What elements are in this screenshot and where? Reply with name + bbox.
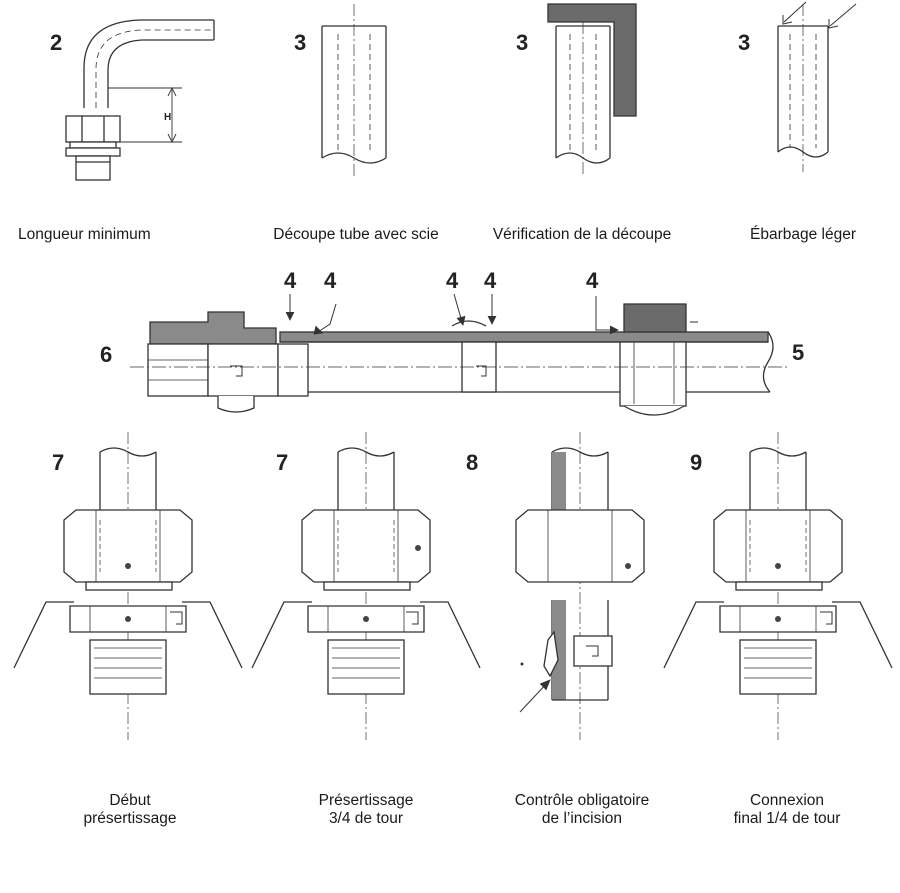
- step-number-3-deburr: 3: [738, 30, 750, 55]
- step-number-7-three-quarter: 7: [276, 450, 288, 475]
- fitting-final-connection-figure: [663, 432, 893, 740]
- step-number-3-verify: 3: [516, 30, 528, 55]
- deburring-figure: [777, 1, 857, 172]
- horizontal-assembly-figure: [130, 293, 790, 416]
- caption-final-connection-line1: Connexion: [749, 792, 825, 809]
- fitting-three-quarter-turn-figure: [251, 432, 481, 740]
- caption-final-connection-line2: final 1/4 de tour: [733, 810, 841, 827]
- step-number-9: 9: [690, 450, 702, 475]
- cut-verification-figure: [547, 3, 637, 176]
- caption-saw-cut: Découpe tube avec scie: [273, 226, 439, 243]
- step-number-4-b: 4: [324, 268, 337, 293]
- caption-incision-check-line2: de l’incision: [541, 810, 623, 827]
- bent-tube-figure: [65, 19, 215, 181]
- step-number-4-a: 4: [284, 268, 297, 293]
- caption-incision-check-line1: Contrôle obligatoire: [514, 792, 650, 809]
- caption-final-connection: Connexion final 1/4 de tour: [702, 792, 872, 828]
- caption-incision-check: Contrôle obligatoire de l’incision: [492, 792, 672, 828]
- caption-start-precrimp: Début présertissage: [50, 792, 210, 828]
- incision-check-figure: [515, 432, 645, 740]
- caption-precrimp-line1: Présertissage: [318, 792, 414, 809]
- step-number-8: 8: [466, 450, 478, 475]
- caption-light-deburring: Ébarbage léger: [750, 226, 856, 243]
- step-number-5: 5: [792, 340, 804, 365]
- cut-tube-figure: [321, 4, 387, 176]
- caption-cut-verification: Vérification de la découpe: [492, 226, 672, 243]
- step-number-4-d: 4: [484, 268, 497, 293]
- step-number-2: 2: [50, 30, 62, 55]
- fitting-start-precrimp-figure: [13, 432, 243, 740]
- step-number-7-start: 7: [52, 450, 64, 475]
- caption-precrimp-line2: 3/4 de tour: [328, 810, 404, 827]
- step-number-3-cut: 3: [294, 30, 306, 55]
- step-number-6: 6: [100, 342, 112, 367]
- step-number-4-e: 4: [586, 268, 599, 293]
- caption-start-precrimp-line1: Début: [109, 792, 151, 809]
- caption-start-precrimp-line2: présertissage: [83, 810, 177, 827]
- dimension-h-label: H: [164, 112, 171, 123]
- caption-precrimp-three-quarter: Présertissage 3/4 de tour: [286, 792, 446, 828]
- step-number-4-c: 4: [446, 268, 459, 293]
- caption-minimum-length: Longueur minimum: [18, 226, 151, 243]
